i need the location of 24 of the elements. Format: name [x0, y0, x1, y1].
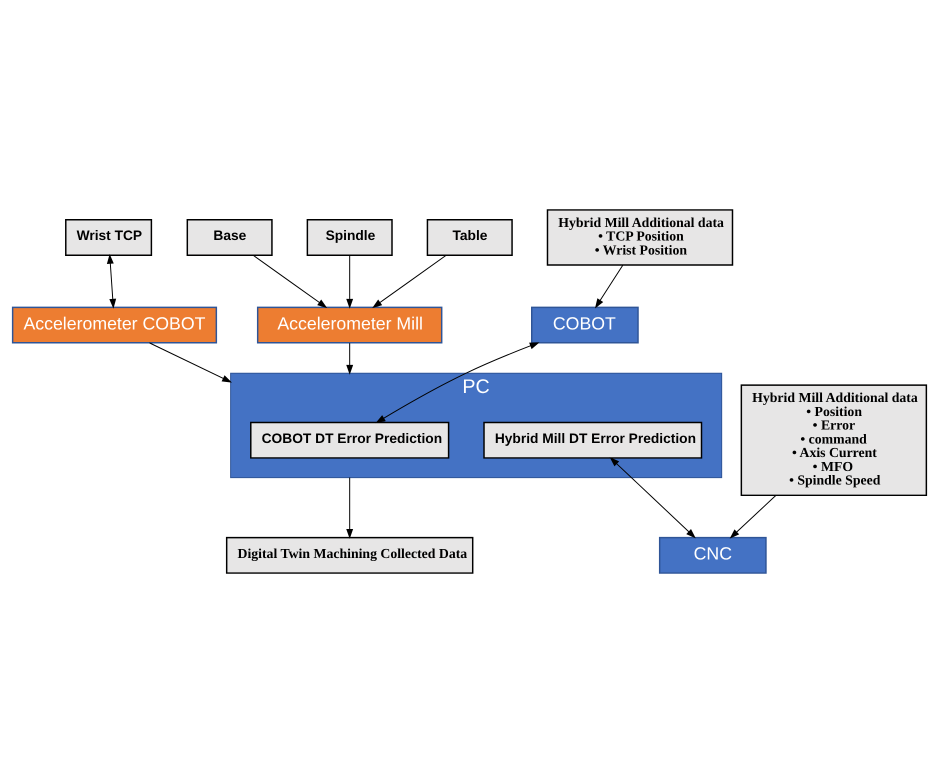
node-box: Table: [426, 219, 513, 256]
node-box: Base: [186, 219, 273, 256]
arrow: [252, 254, 328, 308]
arrow: [346, 254, 354, 309]
arrow: [730, 494, 776, 539]
arrow: [376, 342, 540, 424]
node-box: Accelerometer COBOT: [12, 306, 218, 344]
arrow: [346, 477, 354, 539]
node-box: Hybrid Mill Additional data • Position • Error • command • Axis Current • MFO • Spindle Speed: [740, 384, 928, 496]
node-box: Wrist TCP: [65, 219, 152, 256]
arrow: [346, 342, 354, 375]
arrow: [610, 457, 696, 538]
node-box: CNC: [658, 536, 767, 574]
node-box: Hybrid Mill DT Error Prediction: [483, 422, 702, 459]
arrow: [594, 264, 624, 308]
node-box: Hybrid Mill Additional data • TCP Position • Wrist Position: [546, 209, 734, 266]
node-box: Accelerometer Mill: [256, 306, 442, 344]
arrow: [106, 254, 116, 309]
node-box: Spindle: [306, 219, 393, 256]
arrow: [372, 254, 447, 308]
arrow: [148, 342, 232, 383]
node-box: COBOT: [531, 306, 639, 344]
node-box: Digital Twin Machining Collected Data: [226, 536, 474, 574]
node-box: COBOT DT Error Prediction: [250, 422, 450, 459]
